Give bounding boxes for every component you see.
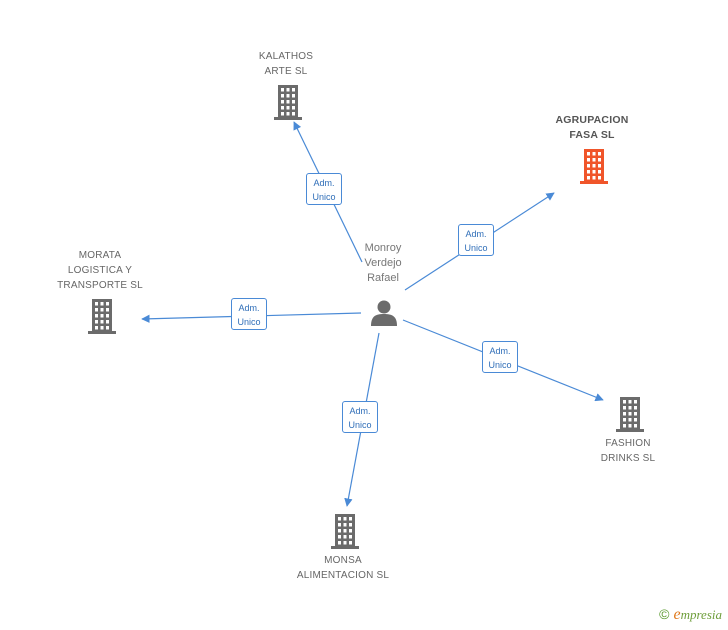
monsa-building-icon[interactable] — [328, 512, 362, 550]
agrupacion-building-icon[interactable] — [577, 147, 611, 185]
morata-building-icon[interactable] — [85, 297, 119, 335]
person-name[interactable]: Monroy Verdejo Rafael — [364, 242, 402, 284]
person-icon[interactable] — [371, 300, 397, 327]
role-badge-monsa[interactable]: Adm.Unico — [342, 401, 378, 433]
kalathos-building-icon[interactable] — [271, 83, 305, 121]
fashion-building-icon[interactable] — [613, 395, 647, 433]
role-badge-kalathos[interactable]: Adm.Unico — [306, 173, 342, 205]
role-badge-fashion[interactable]: Adm.Unico — [482, 341, 518, 373]
role-badge-morata[interactable]: Adm.Unico — [231, 298, 267, 330]
role-badge-agrupacion[interactable]: Adm.Unico — [458, 224, 494, 256]
empresia-watermark: ©empresia — [659, 606, 722, 623]
